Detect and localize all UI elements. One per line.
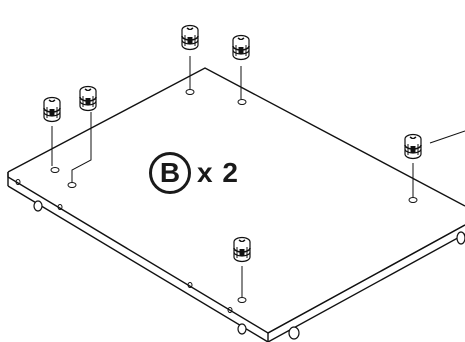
guide-lines xyxy=(51,56,465,297)
cam-lock xyxy=(232,34,250,61)
panel-board xyxy=(7,67,465,342)
cam-lock xyxy=(43,96,61,123)
cam-lock xyxy=(233,236,251,263)
part-quantity: x 2 xyxy=(197,157,239,188)
part-letter-badge: B xyxy=(149,152,191,194)
part-label: B x 2 xyxy=(149,151,239,195)
cam-holes xyxy=(50,89,418,303)
cam-lock xyxy=(404,133,422,160)
cam-lock xyxy=(79,85,97,112)
cam-lock xyxy=(181,24,199,51)
